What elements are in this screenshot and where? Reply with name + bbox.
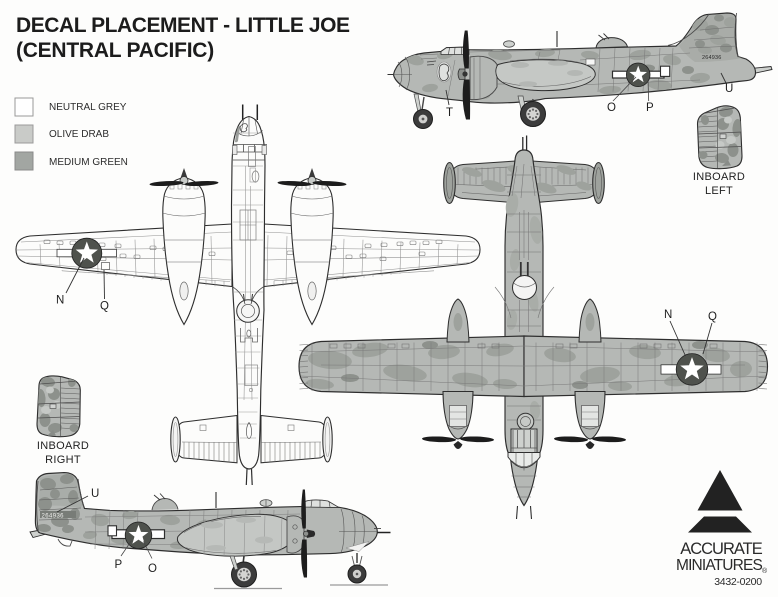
svg-text:N: N (56, 295, 64, 307)
svg-text:DECAL PLACEMENT - LITTLE JOE: DECAL PLACEMENT - LITTLE JOE (16, 14, 350, 37)
svg-text:OLIVE DRAB: OLIVE DRAB (49, 129, 109, 140)
svg-text:P: P (646, 102, 654, 114)
svg-text:3432-0200: 3432-0200 (714, 576, 762, 588)
svg-text:O: O (148, 563, 157, 575)
svg-text:O: O (607, 102, 616, 114)
svg-text:NEUTRAL GREY: NEUTRAL GREY (49, 102, 127, 113)
svg-text:Q: Q (708, 311, 717, 323)
svg-text:264936: 264936 (42, 513, 65, 519)
svg-text:264936: 264936 (702, 55, 722, 61)
svg-text:P: P (115, 559, 123, 571)
svg-text:(CENTRAL PACIFIC): (CENTRAL PACIFIC) (16, 39, 214, 62)
svg-text:Q: Q (100, 301, 109, 313)
svg-text:T: T (446, 107, 453, 119)
svg-text:MINIATURES: MINIATURES (676, 557, 762, 574)
svg-text:INBOARD: INBOARD (693, 171, 745, 183)
svg-text:RIGHT: RIGHT (45, 454, 81, 466)
svg-text:LEFT: LEFT (705, 185, 733, 197)
svg-text:MEDIUM GREEN: MEDIUM GREEN (49, 157, 128, 168)
svg-text:N: N (664, 309, 672, 321)
svg-text:ACCURATE: ACCURATE (680, 540, 763, 558)
svg-text:INBOARD: INBOARD (37, 440, 89, 452)
svg-text:U: U (725, 83, 733, 95)
svg-text:U: U (91, 488, 99, 500)
svg-text:®: ® (762, 567, 768, 575)
